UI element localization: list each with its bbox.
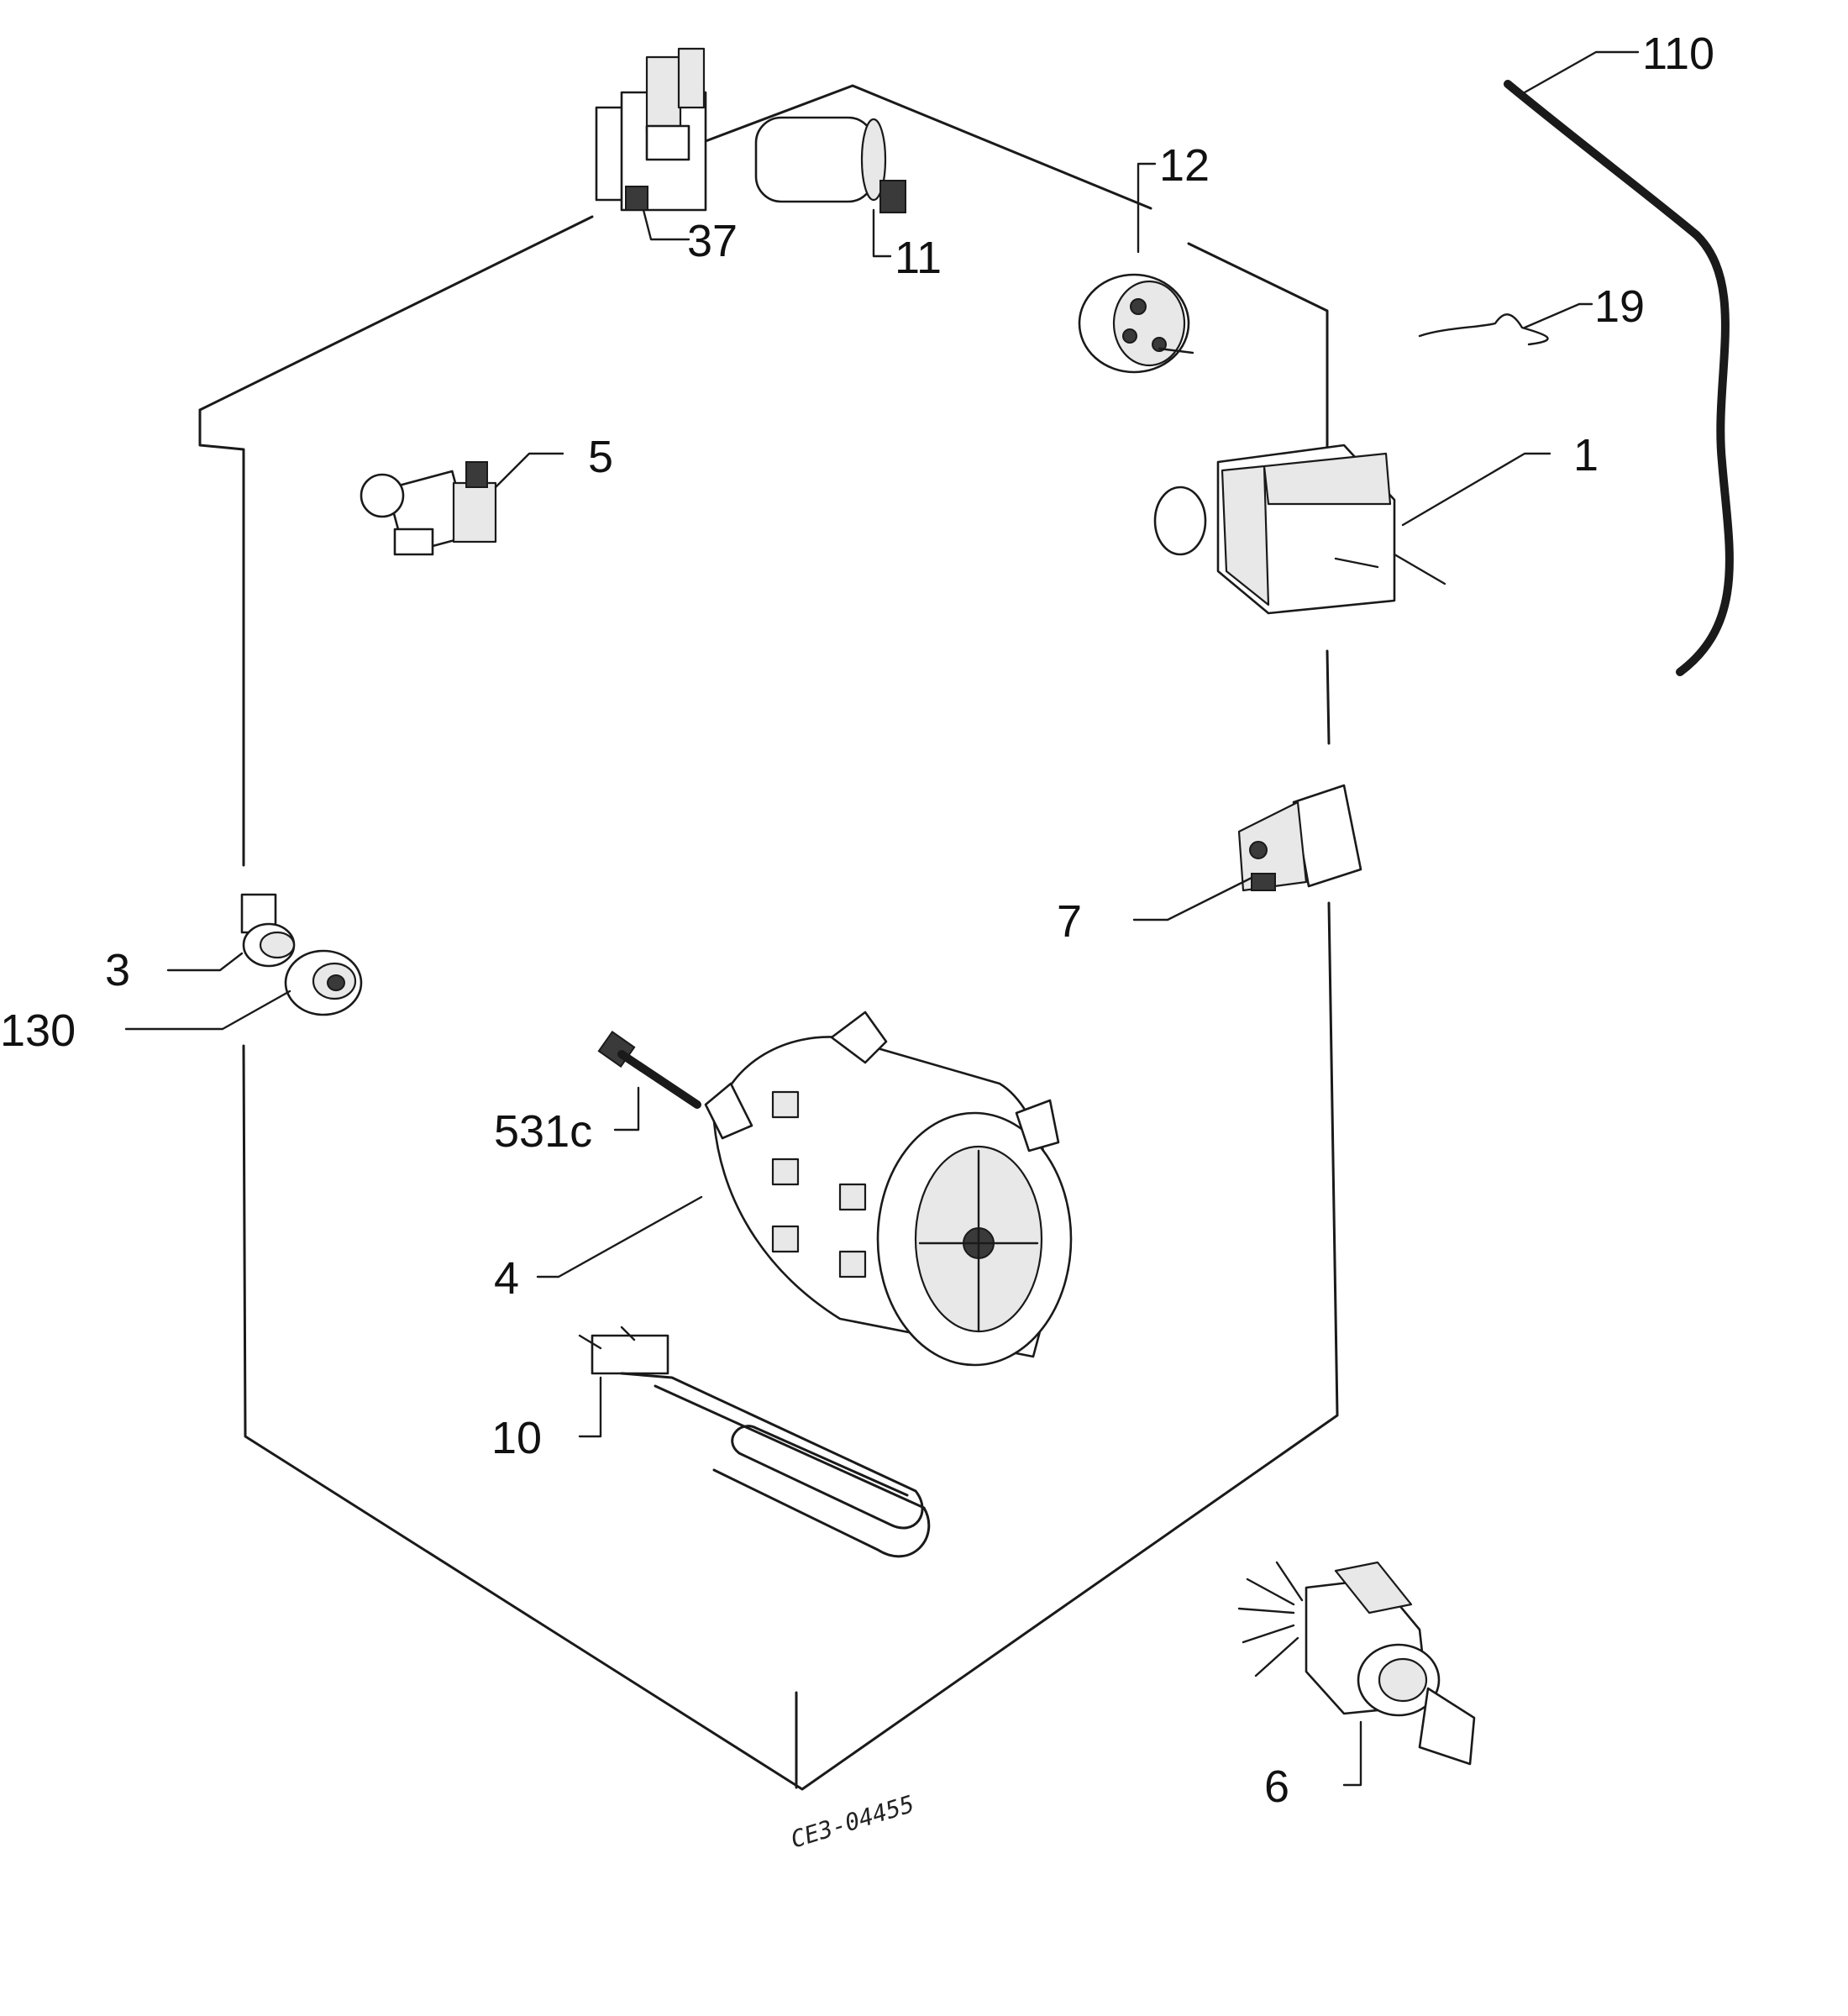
- part-110-hose: [1504, 50, 1734, 676]
- label-10: 10: [491, 1413, 542, 1463]
- part-19-wire-clip: [1418, 302, 1593, 346]
- part-5-inlet-valve: [360, 452, 564, 556]
- drawing-code: CE3-04455: [787, 1790, 917, 1854]
- cabinet-outline: [198, 84, 1339, 1791]
- label-3: 3: [105, 945, 130, 995]
- part-10-heating-element: [578, 1326, 931, 1558]
- part-1-programme-timer: [1153, 444, 1551, 615]
- label-11: 11: [895, 233, 942, 283]
- label-7: 7: [1057, 896, 1082, 947]
- part-4-motor: [536, 1011, 1073, 1367]
- part-6-drain-pump: [1237, 1561, 1476, 1787]
- part-12-pressure-switch: [1078, 162, 1194, 374]
- label-12: 12: [1159, 140, 1210, 191]
- label-6: 6: [1264, 1761, 1289, 1812]
- label-4: 4: [494, 1253, 519, 1304]
- part-37-door-interlock: [595, 47, 707, 241]
- label-5: 5: [588, 432, 613, 482]
- label-19: 19: [1594, 281, 1645, 332]
- part-7-door-lock: [1132, 784, 1362, 921]
- part-11-capacitor: [754, 116, 906, 258]
- label-130: 130: [0, 1005, 76, 1056]
- label-37: 37: [687, 216, 738, 266]
- part-531c-screw: [597, 1030, 701, 1131]
- part-130-grommet: [124, 949, 363, 1031]
- label-1: 1: [1573, 430, 1599, 480]
- label-110: 110: [1642, 29, 1714, 79]
- label-531c: 531c: [494, 1106, 592, 1157]
- part-3-thermostat: [166, 893, 296, 972]
